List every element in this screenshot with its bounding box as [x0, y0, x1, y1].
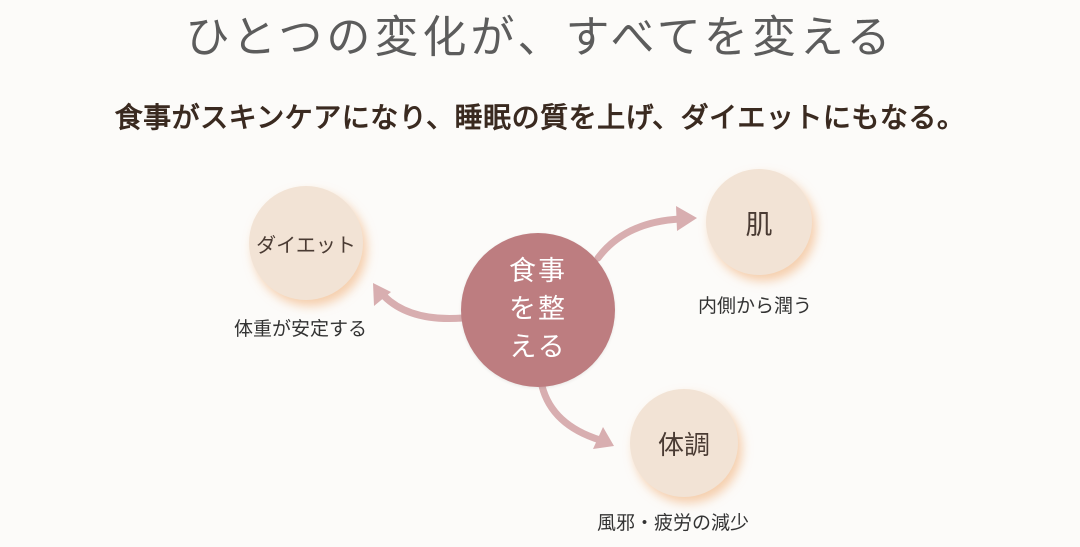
diet-caption: 体重が安定する [234, 318, 368, 340]
diet-label: ダイエット [256, 232, 356, 257]
subtitle: 食事がスキンケアになり、睡眠の質を上げ、ダイエットにもなる。 [114, 101, 966, 134]
page-title: ひとつの変化が、すべてを変える [185, 12, 895, 63]
center-label: 食事を整える [509, 256, 567, 363]
arrowhead-skin [676, 206, 697, 231]
body-circle: 体調 [630, 389, 738, 497]
arrowhead-body [593, 427, 614, 449]
arrow-to-skin [594, 215, 684, 262]
skin-caption: 内側から潤う [698, 295, 813, 317]
skin-circle: 肌 [706, 169, 812, 275]
center-circle: 食事を整える [461, 233, 615, 387]
body-label: 体調 [657, 430, 710, 461]
arrow-to-body [538, 382, 604, 444]
body-caption: 風邪・疲労の減少 [597, 512, 750, 534]
skin-label: 肌 [745, 209, 773, 241]
arrowhead-diet [373, 283, 391, 306]
arrow-to-diet [380, 292, 467, 322]
diet-circle: ダイエット [249, 186, 363, 300]
